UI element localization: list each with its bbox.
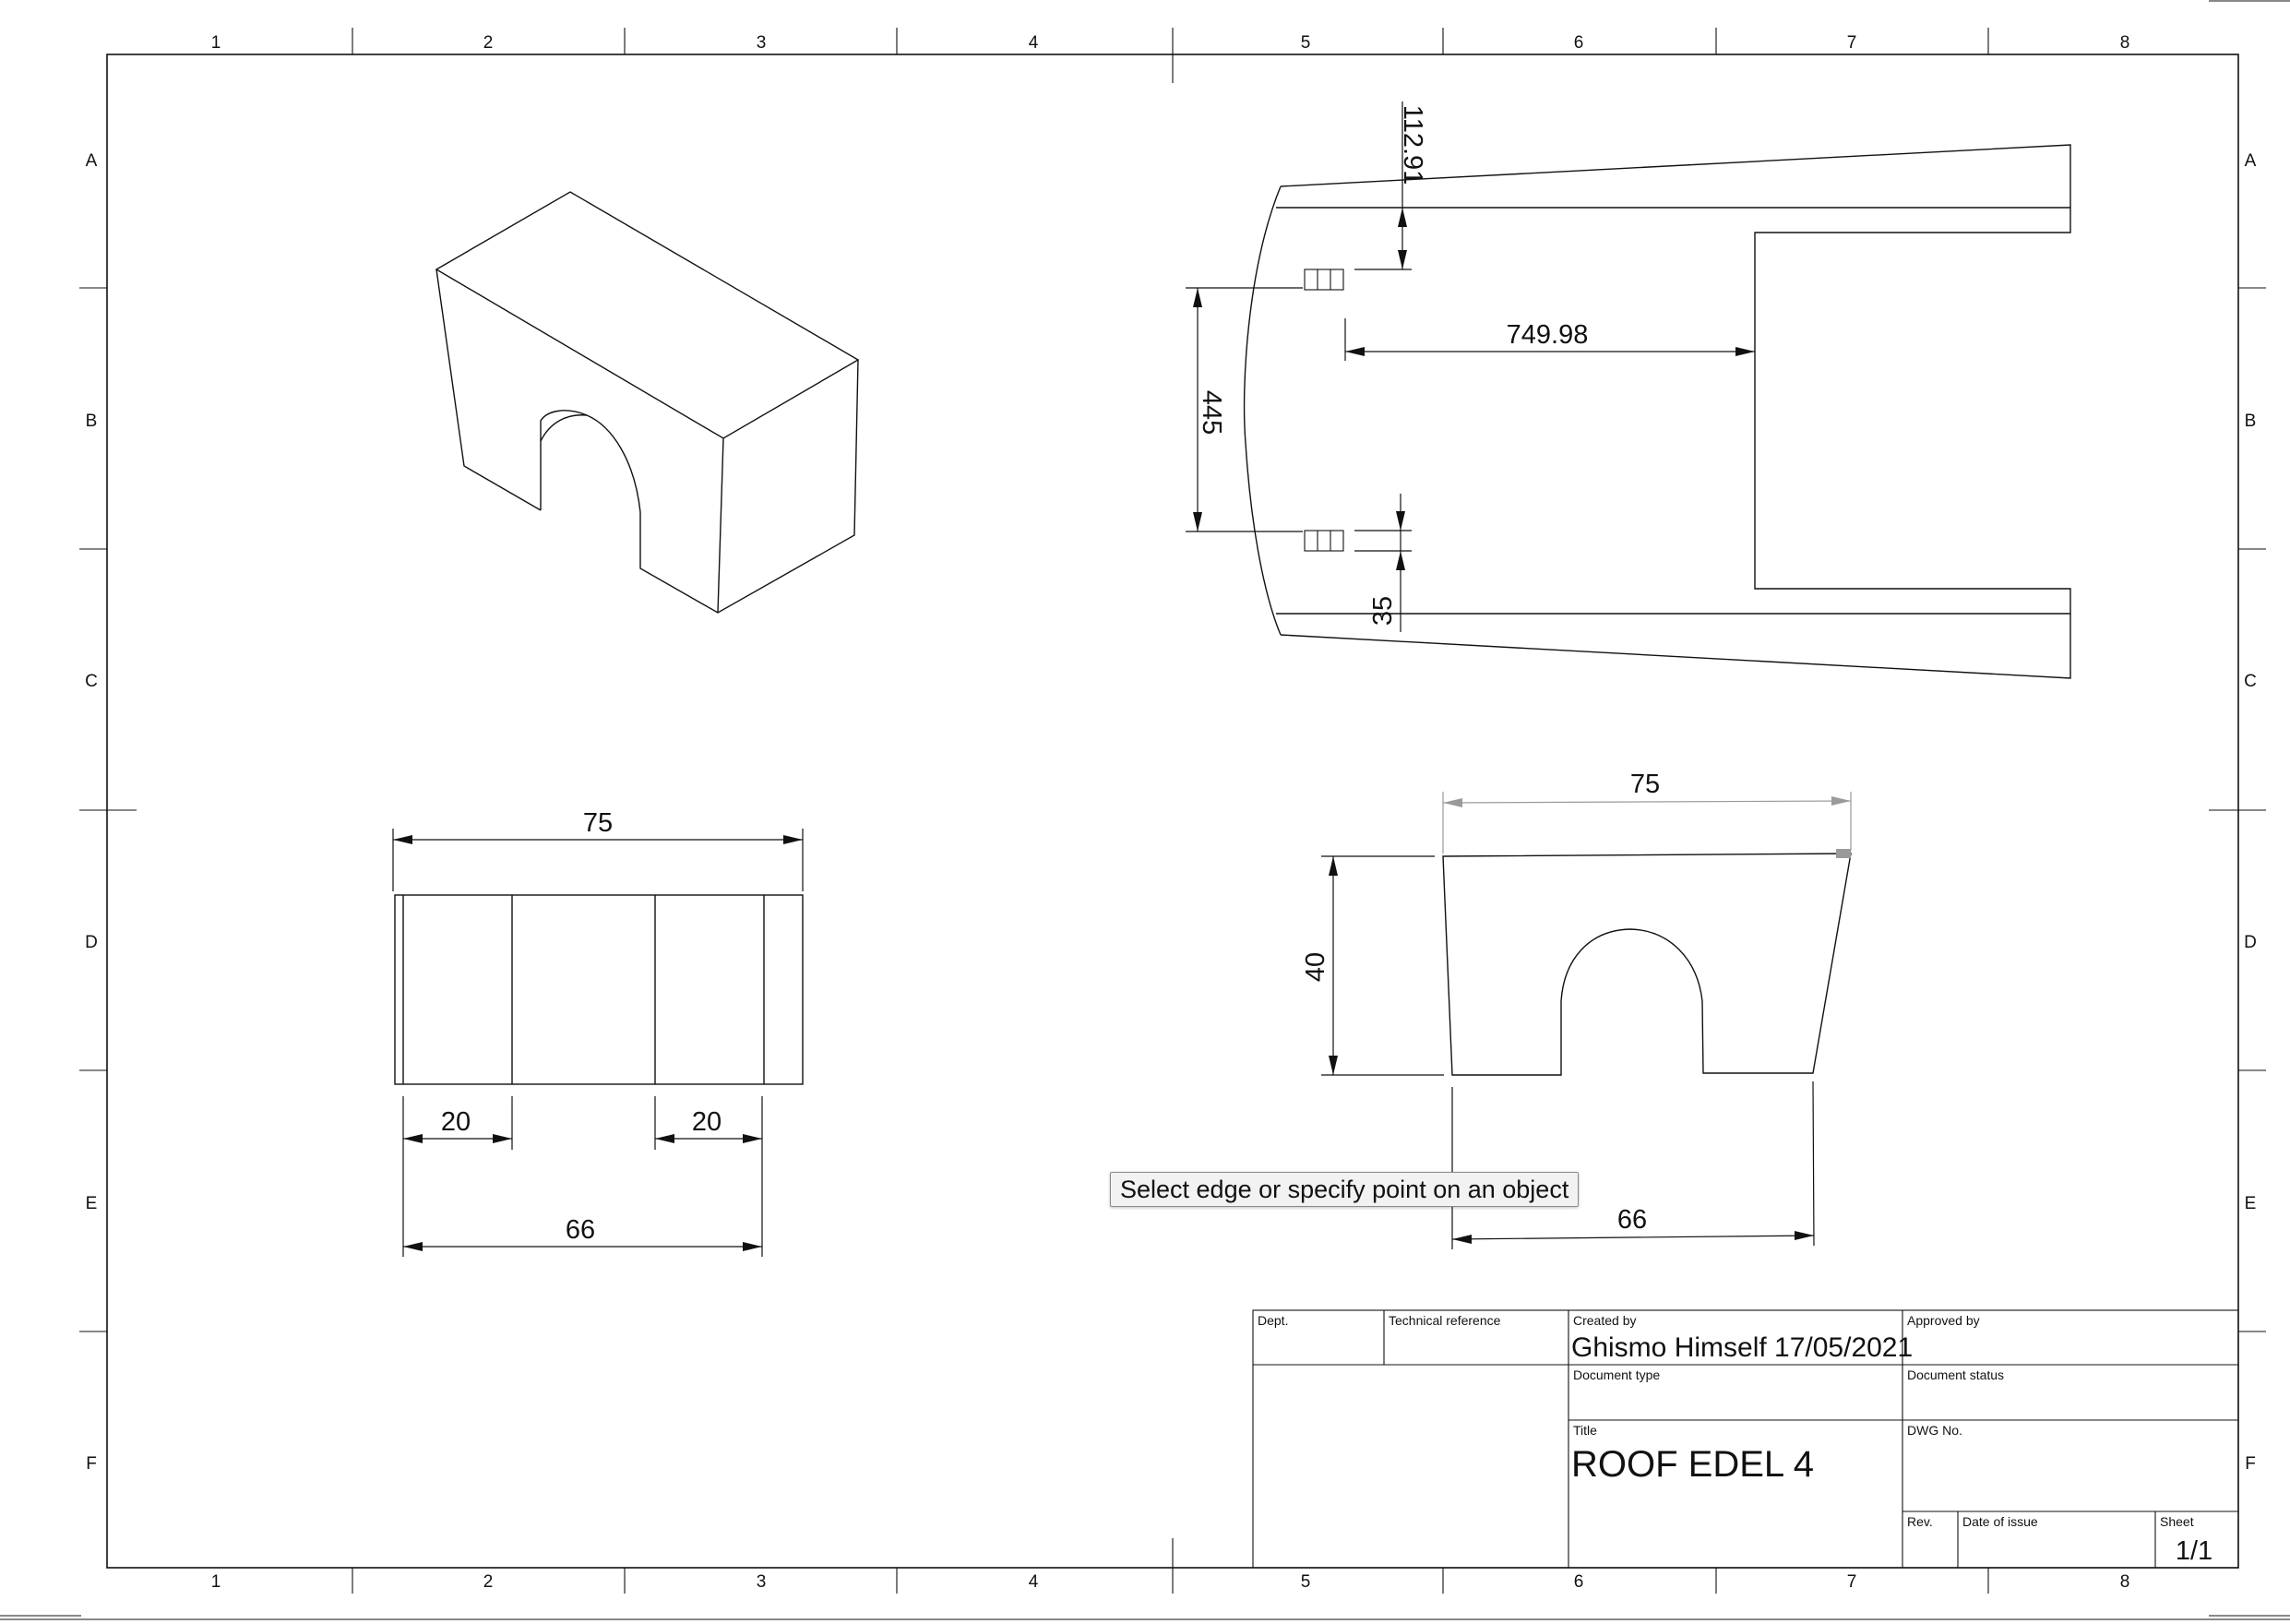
row-labels-right: A B C D E F [2244, 151, 2257, 1474]
dim-40: 40 [1301, 952, 1330, 982]
isometric-view[interactable] [435, 191, 860, 614]
front-view[interactable]: 75 40 66 [1301, 770, 1852, 1249]
tb-doc-type-label: Document type [1573, 1367, 1660, 1382]
tb-dept-label: Dept. [1258, 1313, 1288, 1328]
col-label: 5 [1301, 33, 1311, 53]
row-label: E [86, 1194, 98, 1213]
col-label: 2 [483, 1572, 494, 1592]
row-label: A [2245, 151, 2257, 171]
col-label: 7 [1847, 1572, 1857, 1592]
tb-rev-label: Rev. [1907, 1514, 1933, 1529]
row-label: B [86, 412, 98, 431]
col-label: 4 [1029, 1572, 1039, 1592]
col-label: 2 [483, 33, 494, 53]
col-label: 4 [1029, 33, 1039, 53]
row-label: E [2245, 1194, 2257, 1213]
row-label: C [2244, 672, 2257, 691]
title-block[interactable]: Dept. Technical reference Created by Ghi… [1252, 1309, 2239, 1569]
tb-sheet-value: 1/1 [2176, 1536, 2212, 1566]
col-label: 3 [757, 1572, 767, 1592]
dim-35: 35 [1368, 596, 1398, 626]
tb-sheet-label: Sheet [2160, 1514, 2194, 1529]
tb-doc-status-label: Document status [1907, 1367, 2004, 1382]
dim-66: 66 [566, 1215, 595, 1245]
row-label: A [86, 151, 98, 171]
row-labels-left: A B C D E F [85, 151, 98, 1474]
column-labels-top: 1 2 3 4 5 6 7 8 [211, 33, 2130, 53]
tb-date-label: Date of issue [1962, 1514, 2038, 1529]
column-labels-bottom: 1 2 3 4 5 6 7 8 [211, 1572, 2130, 1592]
tb-title-label: Title [1573, 1423, 1597, 1438]
dim-445: 445 [1197, 390, 1226, 435]
row-separators [79, 287, 2266, 1332]
col-label: 6 [1574, 33, 1584, 53]
dim-20-left: 20 [441, 1107, 471, 1137]
tb-dwg-no-label: DWG No. [1907, 1423, 1962, 1438]
dim-20-right: 20 [692, 1107, 722, 1137]
col-label: 6 [1574, 1572, 1584, 1592]
tb-approved-by-label: Approved by [1907, 1313, 1980, 1328]
dim-75: 75 [1630, 770, 1660, 799]
status-tooltip: Select edge or specify point on an objec… [1110, 1172, 1580, 1207]
col-label: 1 [211, 33, 221, 53]
tb-tech-ref-label: Technical reference [1389, 1313, 1501, 1328]
column-separators [352, 28, 1989, 1594]
row-label: D [2244, 933, 2257, 952]
side-view[interactable]: 75 20 20 66 [392, 808, 804, 1257]
col-label: 8 [2120, 1572, 2130, 1592]
col-label: 1 [211, 1572, 221, 1592]
col-label: 3 [757, 33, 767, 53]
col-label: 7 [1847, 33, 1857, 53]
selection-handle[interactable] [1836, 849, 1851, 858]
dim-66: 66 [1617, 1205, 1647, 1235]
tb-created-by-value: Ghismo Himself 17/05/2021 [1571, 1332, 1913, 1363]
dim-112-91: 112.91 [1398, 105, 1427, 185]
tb-created-by-label: Created by [1573, 1313, 1636, 1328]
row-label: B [2245, 412, 2257, 431]
tb-title-value: ROOF EDEL 4 [1571, 1444, 1814, 1485]
dim-75: 75 [583, 808, 613, 838]
row-label: F [2245, 1454, 2256, 1474]
col-label: 8 [2120, 33, 2130, 53]
dim-749-98: 749.98 [1507, 320, 1589, 350]
row-label: D [85, 933, 98, 952]
row-label: F [86, 1454, 97, 1474]
top-view[interactable]: 112.91 749.98 445 35 [1186, 102, 2071, 679]
row-label: C [85, 672, 98, 691]
col-label: 5 [1301, 1572, 1311, 1592]
